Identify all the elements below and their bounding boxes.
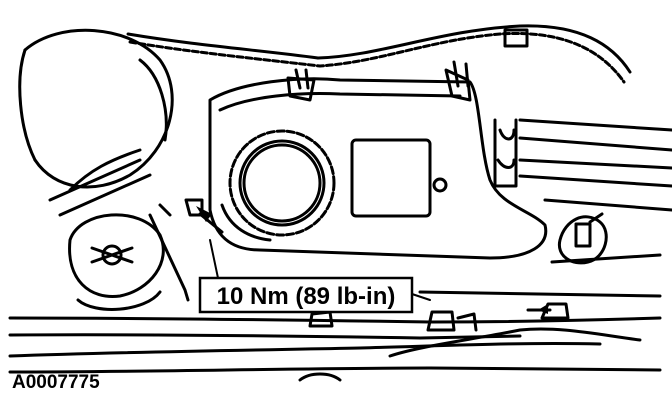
right-connector [550,212,662,265]
frame-rails [8,290,662,382]
figure-id: A0007775 [12,372,100,393]
torque-spec-label: 10 Nm (89 lb-in) [217,283,396,310]
wiring-harness [126,24,632,84]
filter-canister [18,28,174,217]
bolt-upper [184,198,224,234]
reservoir-cap [68,203,190,311]
torque-callout: 10 Nm (89 lb-in) [198,276,414,314]
hose-clips [493,118,672,212]
cover-plate [350,138,448,218]
mounting-clips [286,60,472,102]
toothed-ring [228,129,336,237]
bolt-lower-mid [426,310,478,332]
callout-leaders [209,239,431,301]
bolt-lower-right [526,302,570,320]
